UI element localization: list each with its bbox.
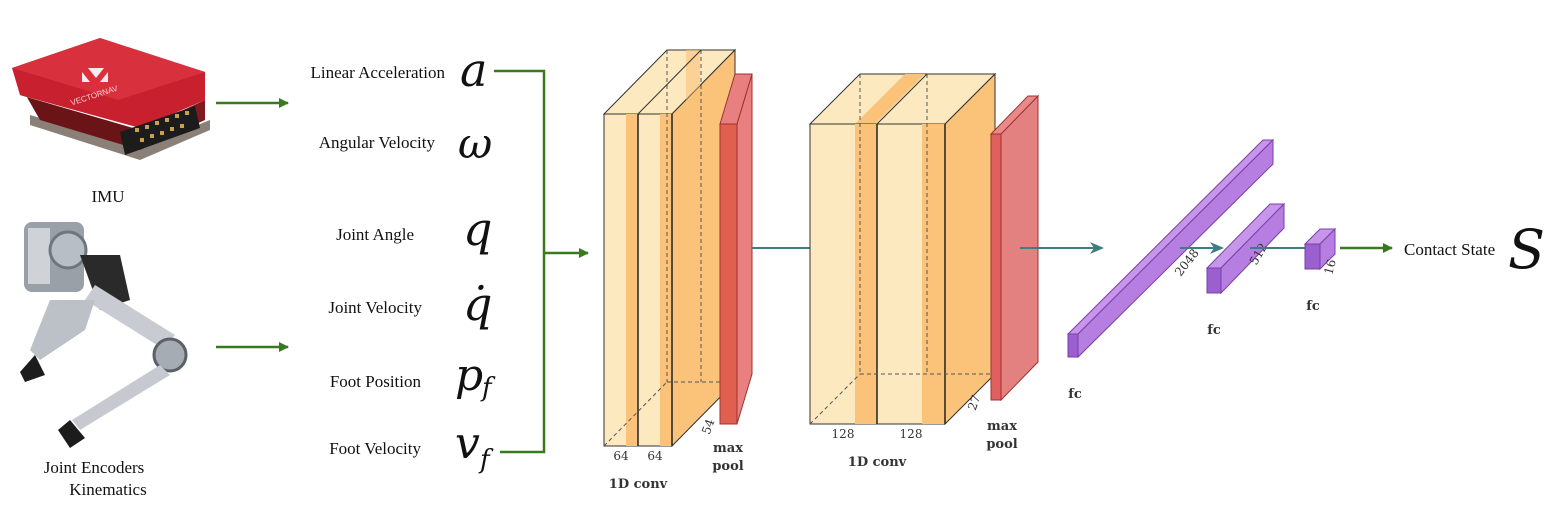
input-label-3: Joint Velocity [328,298,422,317]
pool1-size: 54 [699,417,718,436]
input-symbol-0: a [460,43,487,97]
pool2-label-line1: max [987,419,1017,434]
pool2-size: 27 [965,393,983,412]
conv2-channel-1: 128 [900,427,923,441]
fc3-label: fc [1306,299,1320,314]
input-list: Linear Acceleration Angular Velocity Joi… [310,43,496,475]
fc3-block [1303,227,1337,271]
input-bracket [494,69,546,454]
input-label-4: Foot Position [330,372,422,391]
conv2-block [808,72,997,426]
pool1-block [719,73,753,425]
pool2-block [989,94,1040,402]
imu-device-image: VECTORNAV [12,38,210,160]
encoders-caption-line2: Kinematics [69,480,146,499]
conv1-channel-0: 64 [613,449,629,463]
input-label-5: Foot Velocity [329,439,421,458]
input-subscript-5: f [478,445,494,475]
pool2-label-line2: pool [986,437,1017,452]
input-symbol-3: q̇ [463,277,492,331]
robot-leg-image [20,222,188,448]
conv2-label: 1D conv [848,455,907,470]
input-label-2: Joint Angle [336,225,414,244]
pool1-label-line2: pool [712,459,743,474]
fc3-size: 16 [1321,258,1338,276]
conv1-channel-1: 64 [647,449,663,463]
input-symbol-2: q [463,202,492,256]
imu-caption: IMU [91,187,124,206]
input-symbol-1: ω [458,119,492,168]
conv1-block [602,48,737,448]
input-symbol-5: v [455,418,480,469]
conv2-channel-0: 128 [832,427,855,441]
output-symbol: S [1508,218,1545,281]
input-label-0: Linear Acceleration [310,63,445,82]
input-subscript-4: f [480,373,496,403]
conv1-label: 1D conv [609,477,668,492]
fc1-block [1066,138,1275,359]
encoders-caption-line1: Joint Encoders [44,458,145,477]
input-label-1: Angular Velocity [319,133,436,152]
fc2-label: fc [1207,323,1221,338]
fc1-label: fc [1068,387,1082,402]
pool1-label-line1: max [713,441,743,456]
input-symbol-4: p [455,350,483,401]
output-label: Contact State [1404,240,1495,259]
